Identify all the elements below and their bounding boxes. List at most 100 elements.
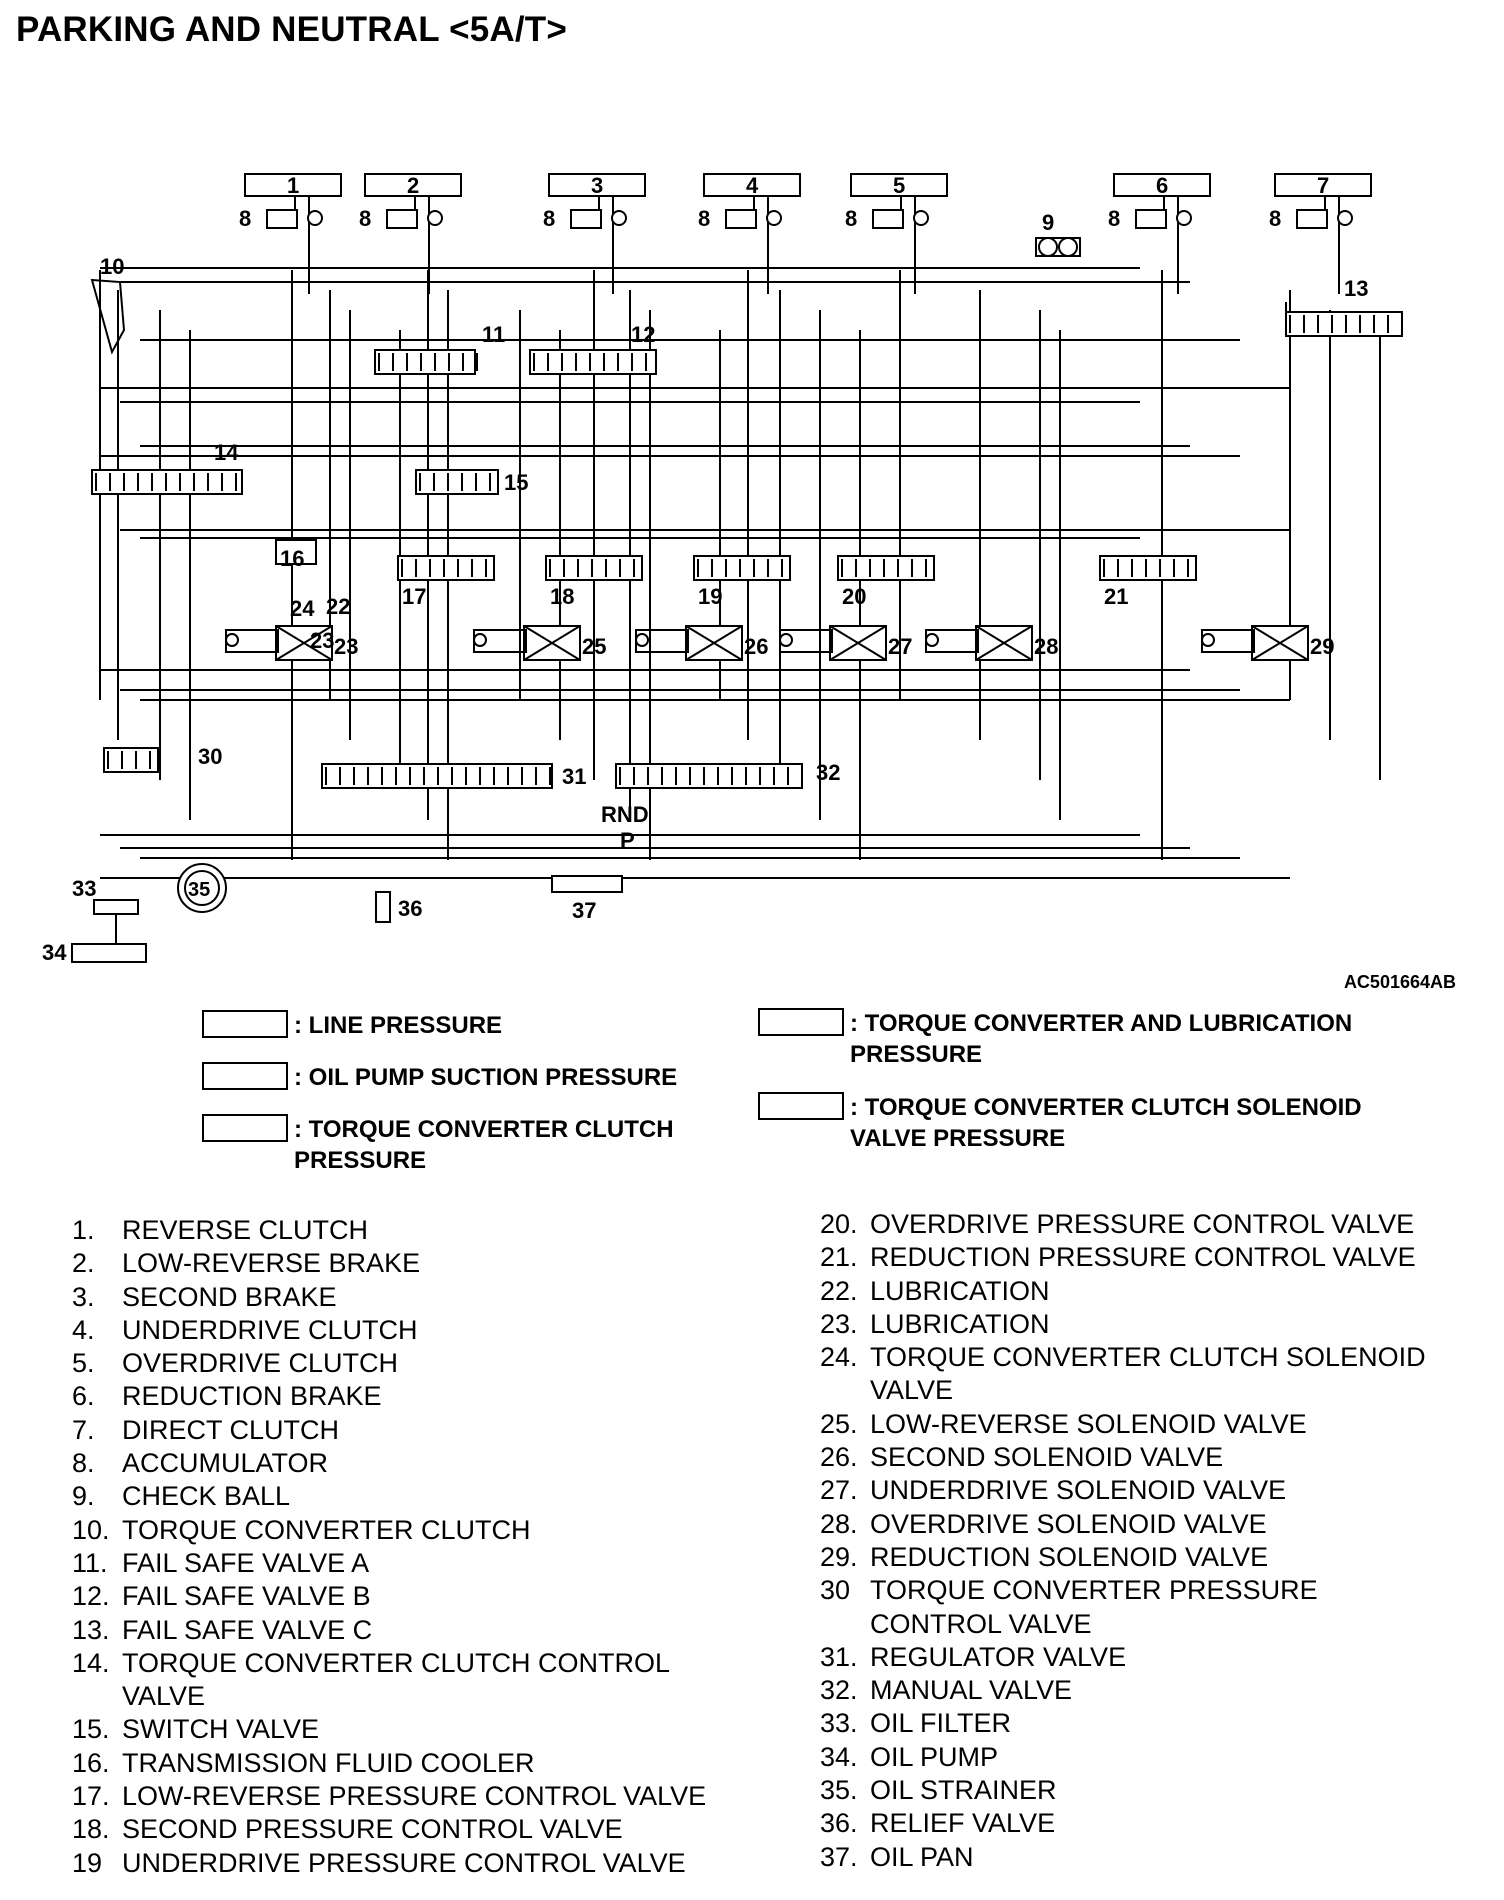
list-item: 22.LUBRICATION xyxy=(820,1275,1426,1308)
solenoid-coil xyxy=(275,625,333,661)
item-number: 22. xyxy=(820,1275,858,1306)
component-number: 27 xyxy=(888,634,912,659)
item-number: 8. xyxy=(72,1448,95,1479)
list-item: 18.SECOND PRESSURE CONTROL VALVE xyxy=(72,1813,706,1846)
legend-line-pressure: : LINE PRESSURE xyxy=(202,1010,502,1041)
item-label: DIRECT CLUTCH xyxy=(122,1414,340,1445)
item-number: 31. xyxy=(820,1641,858,1672)
item-label: OVERDRIVE PRESSURE CONTROL VALVE xyxy=(870,1209,1415,1239)
list-item: 4. UNDERDRIVE CLUTCH xyxy=(72,1314,706,1347)
solenoid-coil xyxy=(829,625,887,661)
component-number: 34 xyxy=(42,940,67,965)
item-number: 37. xyxy=(820,1841,858,1872)
item-label: OIL PAN xyxy=(870,1841,974,1872)
list-item: 32.MANUAL VALVE xyxy=(820,1674,1426,1707)
solenoid-body xyxy=(1201,629,1255,653)
accumulator-number: 8 xyxy=(698,206,710,231)
item-label: TRANSMISSION FLUID COOLER xyxy=(122,1747,535,1778)
component-number: 16 xyxy=(280,546,304,571)
legend-label: : TORQUE CONVERTER CLUTCH SOLENOID VALVE… xyxy=(850,1094,1362,1152)
list-item: 15.SWITCH VALVE xyxy=(72,1713,706,1746)
item-number: 27. xyxy=(820,1475,858,1506)
figure-code: AC501664AB xyxy=(1343,972,1456,992)
page-title: PARKING AND NEUTRAL <5A/T> xyxy=(16,10,567,49)
component-number: 33 xyxy=(72,876,96,901)
component-number: 4 xyxy=(746,173,759,198)
component-number: 17 xyxy=(402,584,426,609)
item-label: TORQUE CONVERTER CLUTCH CONTROL VALVE xyxy=(122,1647,671,1712)
component-number: 28 xyxy=(1034,634,1058,659)
item-label: LUBRICATION xyxy=(870,1308,1050,1339)
valve-bodies xyxy=(71,173,1403,963)
item-label: LOW-REVERSE BRAKE xyxy=(122,1248,421,1279)
component-number: 19 xyxy=(698,584,722,609)
component-number: 23 xyxy=(334,634,358,659)
orifice-icon xyxy=(779,633,793,647)
item-label: OIL PUMP xyxy=(870,1741,999,1772)
component-number: RND xyxy=(601,802,649,827)
item-label: REDUCTION PRESSURE CONTROL VALVE xyxy=(870,1242,1416,1273)
legend-swatch xyxy=(758,1092,844,1120)
orifice-icon xyxy=(225,633,239,647)
item-label: REDUCTION BRAKE xyxy=(122,1381,382,1412)
item-number: 4. xyxy=(72,1314,95,1345)
component-number: 25 xyxy=(582,634,606,659)
orifice-icon xyxy=(1337,210,1353,226)
item-number: 23. xyxy=(820,1308,858,1339)
list-item: 17.LOW-REVERSE PRESSURE CONTROL VALVE xyxy=(72,1780,706,1813)
item-label: MANUAL VALVE xyxy=(870,1675,1073,1706)
pressure-control-valve xyxy=(1099,555,1197,581)
legend-swatch xyxy=(202,1010,288,1038)
solenoid-coil xyxy=(1251,625,1309,661)
component-number: 18 xyxy=(550,584,574,609)
component-number: 3 xyxy=(591,173,603,198)
accumulator-number: 8 xyxy=(359,206,371,231)
item-number: 19 xyxy=(72,1847,103,1878)
legend-tcc-pressure: : TORQUE CONVERTER CLUTCH PRESSURE xyxy=(202,1114,674,1176)
item-number: 17. xyxy=(72,1781,110,1812)
item-label: OIL FILTER xyxy=(870,1708,1012,1739)
legend-swatch xyxy=(202,1062,288,1090)
relief-valve xyxy=(375,891,391,923)
item-number: 24. xyxy=(820,1342,858,1373)
item-number: 34. xyxy=(820,1741,858,1772)
orifice-icon xyxy=(766,210,782,226)
item-label: CHECK BALL xyxy=(122,1481,291,1512)
fail-safe-valve-a xyxy=(374,349,476,375)
item-label: SWITCH VALVE xyxy=(122,1714,320,1745)
legend-label: : LINE PRESSURE xyxy=(294,1012,503,1039)
clutch-brake-box xyxy=(850,173,948,197)
item-number: 12. xyxy=(72,1581,110,1612)
item-label: UNDERDRIVE CLUTCH xyxy=(122,1314,418,1345)
item-label: UNDERDRIVE SOLENOID VALVE xyxy=(870,1475,1287,1506)
item-number: 29. xyxy=(820,1541,858,1572)
clutch-brake-box xyxy=(703,173,801,197)
list-item: 13.FAIL SAFE VALVE C xyxy=(72,1614,706,1647)
item-label: TORQUE CONVERTER CLUTCH xyxy=(122,1514,531,1545)
legend-oil-pump-suction: : OIL PUMP SUCTION PRESSURE xyxy=(202,1062,677,1093)
item-number: 21. xyxy=(820,1242,858,1273)
component-number: 14 xyxy=(214,440,239,465)
clutch-brake-box xyxy=(1274,173,1372,197)
item-number: 26. xyxy=(820,1442,858,1473)
list-item: 3.SECOND BRAKE xyxy=(72,1281,706,1314)
item-label: OVERDRIVE CLUTCH xyxy=(122,1348,399,1379)
oil-passages xyxy=(90,196,1381,944)
legend-swatch xyxy=(758,1008,844,1036)
component-number: 35 xyxy=(188,879,210,901)
clutch-brake-box xyxy=(1113,173,1211,197)
item-label: SECOND PRESSURE CONTROL VALVE xyxy=(122,1814,623,1845)
item-number: 13. xyxy=(72,1614,110,1645)
item-label: SECOND SOLENOID VALVE xyxy=(870,1442,1224,1473)
pressure-control-valve xyxy=(545,555,643,581)
list-item: 14.TORQUE CONVERTER CLUTCH CONTROL VALVE xyxy=(72,1647,706,1714)
item-label: OVERDRIVE SOLENOID VALVE xyxy=(870,1508,1267,1539)
item-number: 9. xyxy=(72,1481,95,1512)
list-item: 21. REDUCTION PRESSURE CONTROL VALVE xyxy=(820,1241,1426,1274)
list-item: 11.FAIL SAFE VALVE A xyxy=(72,1547,706,1580)
accumulator-icon xyxy=(1296,209,1328,229)
switch-valve xyxy=(415,469,499,495)
component-number: 21 xyxy=(1104,584,1128,609)
